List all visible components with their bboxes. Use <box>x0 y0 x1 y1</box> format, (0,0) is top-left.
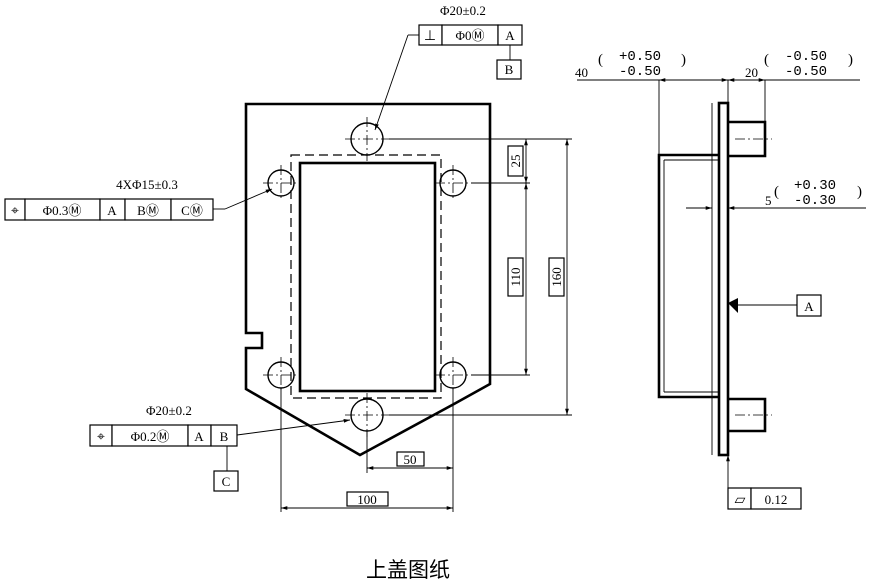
dim-160: 160 <box>548 139 569 415</box>
flatness-symbol: ▱ <box>735 492 746 508</box>
dim-50-label: 50 <box>404 452 417 467</box>
corner-holes-datum-3: CⓂ <box>181 203 203 218</box>
window-opening <box>298 161 437 393</box>
flange-plate <box>717 101 730 457</box>
corner-holes-tolerance: Φ0.3Ⓜ <box>43 203 82 218</box>
dim-110-label: 110 <box>508 267 523 286</box>
dim-5-upper: +0.30 <box>794 178 836 194</box>
corner-hole-tl <box>263 165 299 201</box>
dim-40-nominal: 40 <box>575 65 588 80</box>
svg-text:): ) <box>681 52 686 68</box>
side-body <box>657 153 719 399</box>
bottom-hole-callout: Φ20±0.2 ⌖ Φ0.2Ⓜ A B C <box>89 403 351 492</box>
dim-5-lower: -0.30 <box>794 193 836 209</box>
bottom-hole-datum-2: B <box>220 429 229 444</box>
dim-160-label: 160 <box>549 267 564 287</box>
dim-5-nominal: 5 <box>765 193 772 208</box>
bottom-pin <box>728 397 767 433</box>
hidden-recess-outline <box>290 154 442 399</box>
dim-40: 40 ( +0.50 -0.50 ) <box>575 49 728 82</box>
drawing-caption: 上盖图纸 <box>366 558 450 582</box>
datum-a-tag: A <box>804 299 814 314</box>
dim-110: 110 <box>507 183 528 375</box>
corner-holes-size: 4XΦ15±0.3 <box>116 177 178 192</box>
corner-hole-bl <box>263 357 299 393</box>
top-hole-datum: A <box>505 28 515 43</box>
top-hole-size: Φ20±0.2 <box>440 3 486 18</box>
svg-text:): ) <box>857 184 862 200</box>
dim-20: 20 ( -0.50 -0.50 ) <box>728 49 860 82</box>
svg-text:(: ( <box>774 184 779 200</box>
front-view: 25 110 160 50 100 <box>4 3 572 512</box>
corner-holes-datum-2: BⓂ <box>137 203 159 218</box>
dim-20-nominal: 20 <box>745 65 758 80</box>
datum-c-tag: C <box>222 474 231 489</box>
dim-100: 100 <box>281 491 453 510</box>
svg-text:(: ( <box>598 52 603 68</box>
side-view: 40 ( +0.50 -0.50 ) 20 ( -0.50 -0.50 ) 5 … <box>575 49 866 510</box>
corner-holes-callout: 4XΦ15±0.3 ⌖ Φ0.3Ⓜ A BⓂ CⓂ <box>4 177 273 221</box>
top-hole-tolerance: Φ0Ⓜ <box>455 28 484 43</box>
svg-text:): ) <box>848 52 853 68</box>
dim-50: 50 <box>367 451 453 470</box>
datum-b-tag: B <box>505 62 514 77</box>
svg-text:(: ( <box>764 52 769 68</box>
corner-holes-datum-1: A <box>107 203 117 218</box>
plate-outline <box>244 102 492 457</box>
dim-20-lower: -0.50 <box>785 64 827 80</box>
bottom-hole-tolerance: Φ0.2Ⓜ <box>131 429 170 444</box>
dim-40-lower: -0.50 <box>619 64 661 80</box>
dim-25: 25 <box>507 139 528 183</box>
top-hole <box>345 117 389 161</box>
perpendicularity-symbol: ⊥ <box>424 28 436 44</box>
dim-20-upper: -0.50 <box>785 49 827 65</box>
datum-a: A <box>728 294 822 317</box>
bottom-hole-size: Φ20±0.2 <box>146 403 192 418</box>
dim-40-upper: +0.50 <box>619 49 661 65</box>
position-symbol: ⌖ <box>11 203 19 219</box>
dim-100-label: 100 <box>357 492 377 507</box>
corner-hole-tr <box>435 165 471 201</box>
dim-5: 5 ( +0.30 -0.30 ) <box>686 178 866 210</box>
bottom-hole <box>345 393 389 437</box>
dim-25-label: 25 <box>508 155 523 168</box>
flatness-value: 0.12 <box>765 492 788 507</box>
bottom-hole-datum-1: A <box>194 429 204 444</box>
flatness-callout: ▱ 0.12 <box>726 455 802 510</box>
top-hole-callout: Φ20±0.2 ⊥ Φ0Ⓜ A B <box>374 3 523 131</box>
position-symbol-2: ⌖ <box>97 429 105 445</box>
top-pin <box>728 120 767 158</box>
